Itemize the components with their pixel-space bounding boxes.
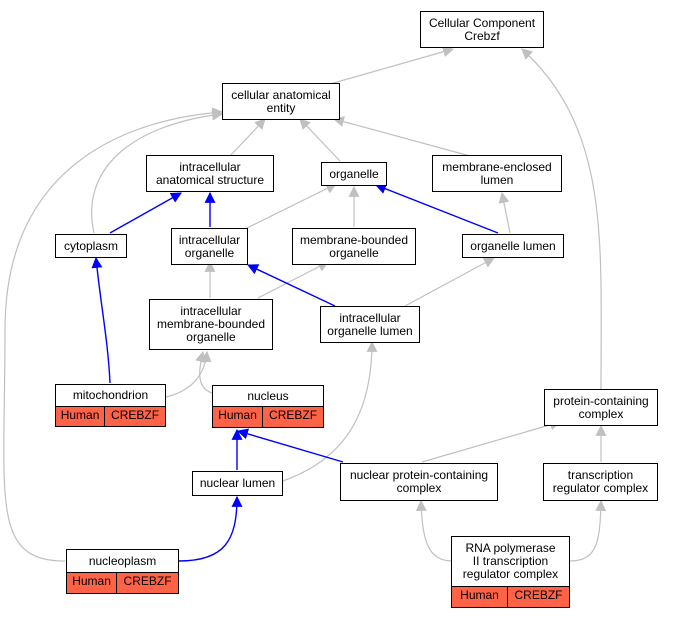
edge-nucleoplasm-to-nuclearlumen [178,495,243,562]
edge-mito-to-cytoplasm [91,256,111,384]
gene-label: CREBZF [262,407,323,427]
edge-npcc-to-nucleus [236,428,344,463]
edge-rna-to-npcc [415,499,453,562]
species-label: Human [60,408,100,422]
node-transcription-regulator-complex[interactable]: transcription regulator complex [543,463,658,501]
edge-ol-to-mel [498,191,511,234]
node-cytoplasm[interactable]: cytoplasm [55,234,127,258]
node-cellular-component[interactable]: Cellular Component Crebzf [420,11,544,48]
edge-ol-to-organelle [374,183,499,234]
gene-label: CREBZF [507,587,569,607]
edge-io-to-organelle [244,183,337,230]
node-membrane-bounded-organelle[interactable]: membrane-bounded organelle [292,228,416,265]
node-intracellular-organelle-lumen[interactable]: intracellular organelle lumen [320,306,420,343]
edge-cae-to-cc [329,46,455,85]
species-label: Human [72,574,111,588]
species-label: Human [460,588,499,602]
annotation-rna-polymerase-ii-complex: Human CREBZF [451,586,570,608]
node-nuclear-protein-containing-complex[interactable]: nuclear protein-containing complex [340,463,498,501]
node-organelle[interactable]: organelle [321,162,387,186]
edge-organelle-to-cae [299,118,341,162]
edge-imbo-to-mbo [257,261,329,299]
node-intracellular-anatomical-structure[interactable]: intracellular anatomical structure [146,155,274,192]
annotation-mitochondrion: Human CREBZF [55,406,166,427]
edge-mel-to-cae [332,116,471,157]
node-mitochondrion[interactable]: mitochondrion [55,384,166,407]
node-organelle-lumen[interactable]: organelle lumen [462,234,564,258]
node-protein-containing-complex[interactable]: protein-containing complex [544,389,658,426]
node-cellular-anatomical-entity[interactable]: cellular anatomical entity [222,83,340,120]
edge-nucleus-to-imbo [195,350,213,394]
node-nucleus[interactable]: nucleus [212,385,324,407]
node-nucleoplasm[interactable]: nucleoplasm [66,549,179,573]
node-nuclear-lumen[interactable]: nuclear lumen [192,471,283,496]
gene-label: CREBZF [116,573,178,593]
edge-nucleoplasm-to-cae [3,107,224,562]
edge-rna-to-trc [569,499,607,562]
node-intracellular-organelle[interactable]: intracellular organelle [171,228,248,265]
edge-ias-to-cae [229,118,266,157]
annotation-nucleus: Human CREBZF [212,406,324,428]
node-membrane-enclosed-lumen[interactable]: membrane-enclosed lumen [432,155,562,192]
species-label: Human [218,408,257,422]
gene-label: CREBZF [104,407,165,426]
edge-pcc-to-cc [521,48,602,390]
edge-mito-to-imbo [165,350,212,398]
node-rna-polymerase-ii-complex[interactable]: RNA polymerase II transcription regulato… [451,536,570,587]
edge-npcc-to-pcc [421,419,562,463]
edge-cytoplasm-to-ias [109,192,182,234]
edge-nuclearlumen-to-iol [279,340,378,483]
annotation-nucleoplasm: Human CREBZF [66,572,179,594]
node-intracellular-membrane-bounded-organelle[interactable]: intracellular membrane-bounded organelle [149,299,273,350]
edge-iol-to-io [247,264,336,307]
edge-iol-to-ol [404,257,495,307]
edge-cytoplasm-to-cae [91,109,224,234]
